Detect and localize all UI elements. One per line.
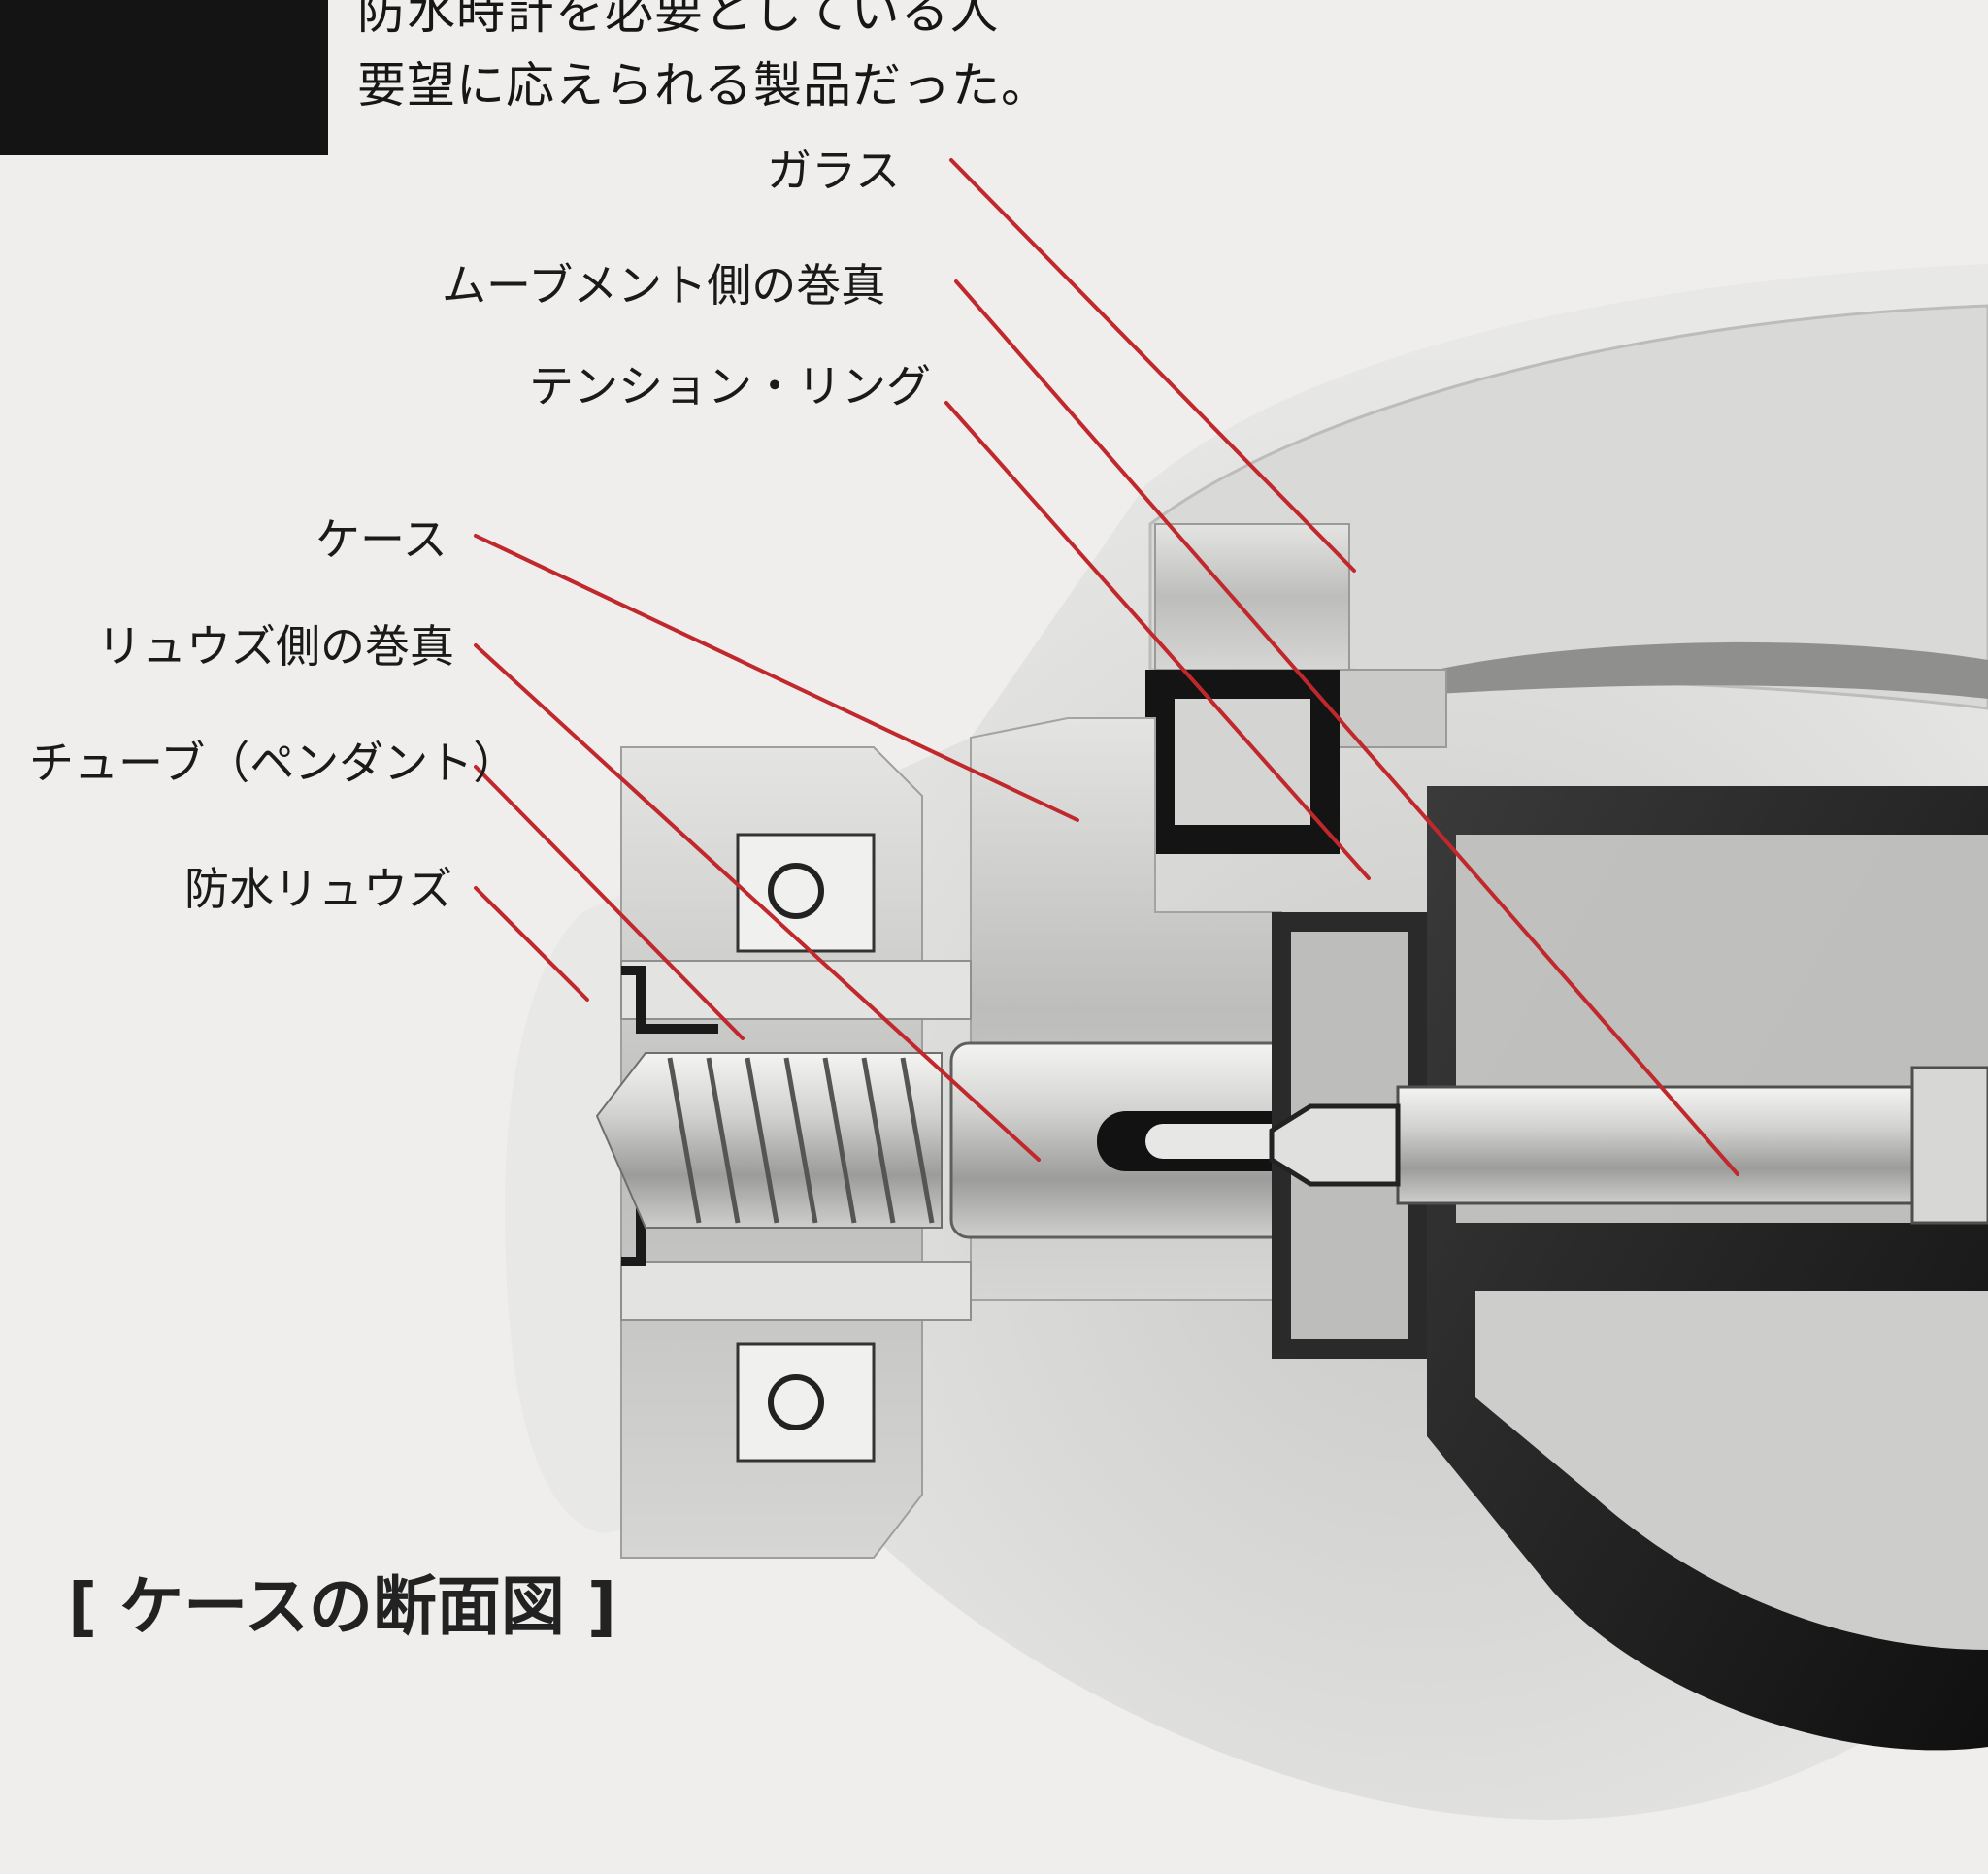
label-tube: チューブ（ペンダント） [29, 737, 518, 789]
crown-gasket-top [736, 833, 876, 953]
crown-stem-thread [595, 1052, 943, 1229]
thread-grooves [667, 1057, 935, 1224]
glass-reflection [1437, 641, 1988, 699]
leader-line-tube [474, 765, 745, 1040]
caption-open-bracket: [ [68, 1569, 98, 1644]
tension-ring-part [1154, 523, 1350, 671]
tube-pendant-lower [620, 1261, 972, 1321]
leader-line-case [474, 534, 1079, 822]
leader-line-movement-stem [954, 279, 1740, 1176]
leader-line-glass [949, 158, 1356, 573]
leader-lines [474, 158, 1740, 1176]
caption-close-bracket: ] [586, 1569, 617, 1644]
label-case: ケース [315, 513, 447, 566]
leader-line-crown-stem [474, 643, 1041, 1162]
leader-line-tension-ring [944, 401, 1371, 880]
bezel-insert [1175, 699, 1310, 825]
movement-stem [1396, 1085, 1988, 1205]
label-glass: ガラス [767, 145, 901, 197]
body-text-line-1: 防水時計を必要としている人 [357, 0, 1000, 40]
caption-text: ケースの断面図 [119, 1569, 565, 1644]
tube-pendant [620, 960, 972, 1020]
label-movement-stem: ムーブメント側の巻真 [442, 259, 886, 312]
movement-stem-collar [1910, 1066, 1988, 1225]
tension-ring-step [1329, 669, 1447, 748]
stem-tip [1269, 1103, 1401, 1187]
black-panel [0, 0, 328, 155]
figure-caption: [ ケースの断面図 ] [68, 1555, 616, 1648]
leader-line-crown [474, 886, 589, 1002]
label-tension-ring: テンション・リング [529, 360, 931, 412]
crown-gasket-bottom [736, 1342, 876, 1463]
movement-lower-panel [1475, 1291, 1988, 1650]
body-text-line-2: 要望に応えられる製品だった。 [357, 57, 1050, 114]
tube-bracket-top [621, 966, 718, 1034]
label-waterproof-crown: 防水リュウズ [184, 863, 452, 915]
label-crown-stem: リュウズ側の巻真 [97, 620, 454, 673]
